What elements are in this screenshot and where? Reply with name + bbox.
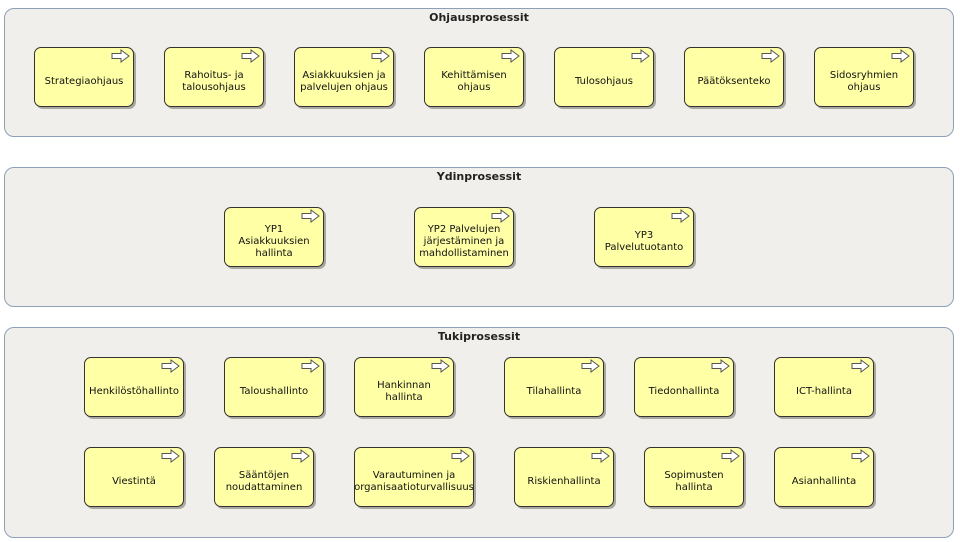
process-label: Varautuminen ja organisaatioturvallisuus [354, 470, 474, 493]
process-box[interactable]: Taloushallinto [224, 357, 324, 417]
arrow-right-icon [491, 209, 510, 223]
process-box[interactable]: Asiakkuuksien ja palvelujen ohjaus [294, 47, 394, 107]
process-label: ICT-hallinta [796, 386, 852, 397]
process-box[interactable]: Riskienhallinta [514, 447, 614, 507]
arrow-right-icon [501, 49, 520, 63]
group-title: Tukiprosessit [437, 330, 521, 343]
arrow-right-icon [161, 359, 180, 373]
process-label: Kehittämisen ohjaus [441, 70, 507, 93]
arrow-right-icon [851, 449, 870, 463]
process-box[interactable]: Sopimusten hallinta [644, 447, 744, 507]
process-label: Sidosryhmien ohjaus [829, 70, 899, 93]
arrow-right-icon [431, 359, 450, 373]
arrow-right-icon [891, 49, 910, 63]
arrow-right-icon [721, 449, 740, 463]
process-box[interactable]: Rahoitus- ja talousohjaus [164, 47, 264, 107]
process-box[interactable]: Tilahallinta [504, 357, 604, 417]
process-box[interactable]: Kehittämisen ohjaus [424, 47, 524, 107]
arrow-right-icon [301, 359, 320, 373]
arrow-right-icon [761, 49, 780, 63]
process-label: Rahoitus- ja talousohjaus [182, 70, 246, 93]
process-label: Asiakkuuksien ja palvelujen ohjaus [300, 70, 388, 93]
process-box[interactable]: Henkilöstöhallinto [84, 357, 184, 417]
arrow-right-icon [301, 209, 320, 223]
arrow-right-icon [851, 359, 870, 373]
process-label: Asianhallinta [791, 476, 857, 487]
process-label: Riskienhallinta [527, 476, 601, 487]
process-box[interactable]: Tulosohjaus [554, 47, 654, 107]
process-label: Hankinnan hallinta [377, 380, 431, 403]
arrow-right-icon [291, 449, 310, 463]
process-box[interactable]: Strategiaohjaus [34, 47, 134, 107]
arrow-right-icon [671, 209, 690, 223]
process-box[interactable]: Varautuminen ja organisaatioturvallisuus [354, 447, 474, 507]
arrow-right-icon [581, 359, 600, 373]
process-box[interactable]: YP2 Palvelujen järjestäminen ja mahdolli… [414, 207, 514, 267]
arrow-right-icon [161, 449, 180, 463]
group-title: Ohjausprosessit [429, 11, 529, 24]
process-label: Tulosohjaus [575, 76, 633, 87]
process-box[interactable]: Asianhallinta [774, 447, 874, 507]
process-label: Tiedonhallinta [648, 386, 720, 397]
arrow-right-icon [241, 49, 260, 63]
process-box[interactable]: Sidosryhmien ohjaus [814, 47, 914, 107]
group-ydinprosessit: Ydinprosessit [4, 167, 954, 307]
process-box[interactable]: Sääntöjen noudattaminen [214, 447, 314, 507]
process-label: Henkilöstöhallinto [89, 386, 179, 397]
process-label: YP3 Palvelutuotanto [604, 230, 684, 253]
process-box[interactable]: Päätöksenteko [684, 47, 784, 107]
process-label: YP2 Palvelujen järjestäminen ja mahdolli… [419, 224, 509, 259]
process-box[interactable]: Tiedonhallinta [634, 357, 734, 417]
process-box[interactable]: ICT-hallinta [774, 357, 874, 417]
arrow-right-icon [591, 449, 610, 463]
process-label: Sääntöjen noudattaminen [225, 470, 303, 493]
arrow-right-icon [371, 49, 390, 63]
process-label: YP1 Asiakkuuksien hallinta [238, 224, 310, 259]
arrow-right-icon [111, 49, 130, 63]
arrow-right-icon [631, 49, 650, 63]
process-label: Taloushallinto [239, 386, 309, 397]
process-label: Päätöksenteko [697, 76, 771, 87]
process-box[interactable]: YP1 Asiakkuuksien hallinta [224, 207, 324, 267]
process-label: Strategiaohjaus [44, 76, 124, 87]
process-box[interactable]: Viestintä [84, 447, 184, 507]
process-label: Sopimusten hallinta [664, 470, 724, 493]
process-box[interactable]: Hankinnan hallinta [354, 357, 454, 417]
arrow-right-icon [711, 359, 730, 373]
process-label: Tilahallinta [526, 386, 582, 397]
arrow-right-icon [451, 449, 470, 463]
process-box[interactable]: YP3 Palvelutuotanto [594, 207, 694, 267]
process-label: Viestintä [112, 476, 156, 487]
group-title: Ydinprosessit [436, 170, 522, 183]
